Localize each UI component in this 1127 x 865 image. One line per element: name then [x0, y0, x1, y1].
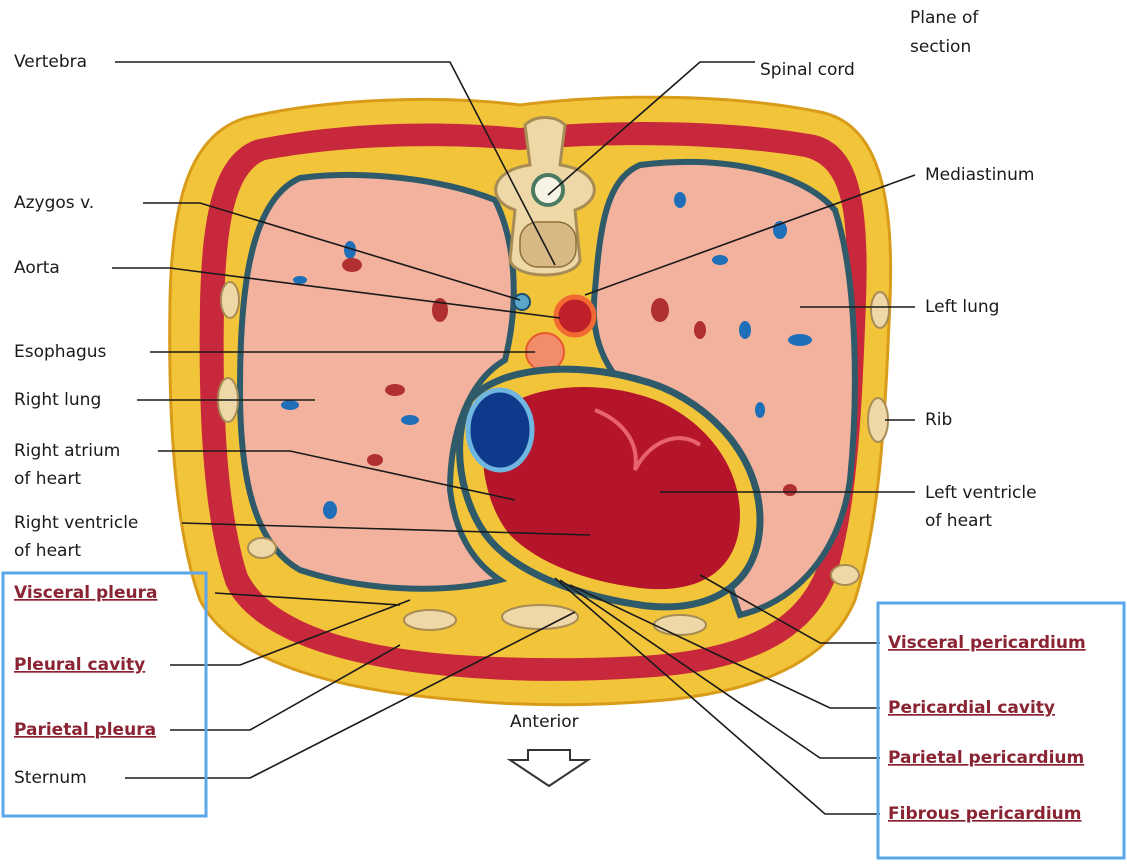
label-right-atrium-line1: Right atrium [14, 441, 120, 461]
label-azygos: Azygos v. [14, 193, 94, 213]
azygos-vein [514, 294, 530, 310]
label-right-ventricle-line2: of heart [14, 541, 81, 561]
label-pleural-cavity: Pleural cavity [14, 655, 145, 675]
label-plane-of-section-line1: Plane of [910, 8, 979, 28]
label-aorta: Aorta [14, 258, 60, 278]
label-anterior: Anterior [510, 712, 579, 732]
label-pericardial-cavity: Pericardial cavity [888, 698, 1055, 718]
label-parietal-pericardium: Parietal pericardium [888, 748, 1084, 768]
spinal-cord [533, 175, 563, 205]
label-visceral-pericardium: Visceral pericardium [888, 633, 1086, 653]
thorax-illustration [170, 97, 891, 705]
label-plane-of-section-line2: section [910, 37, 971, 57]
right-atrium-blood [468, 390, 532, 470]
label-rib: Rib [925, 410, 952, 430]
label-mediastinum: Mediastinum [925, 165, 1034, 185]
label-left-lung: Left lung [925, 297, 999, 317]
label-vertebra: Vertebra [14, 52, 87, 72]
label-left-ventricle-line2: of heart [925, 511, 992, 531]
label-esophagus: Esophagus [14, 342, 107, 362]
label-right-ventricle-line1: Right ventricle [14, 513, 138, 533]
aorta [556, 297, 594, 335]
label-spinal-cord: Spinal cord [760, 60, 855, 80]
label-visceral-pleura: Visceral pleura [14, 583, 158, 603]
anterior-arrow-icon [510, 750, 588, 786]
label-left-ventricle-line1: Left ventricle [925, 483, 1037, 503]
label-right-atrium-line2: of heart [14, 469, 81, 489]
label-sternum: Sternum [14, 768, 87, 788]
label-parietal-pleura: Parietal pleura [14, 720, 156, 740]
label-right-lung: Right lung [14, 390, 101, 410]
label-fibrous-pericardium: Fibrous pericardium [888, 804, 1081, 824]
